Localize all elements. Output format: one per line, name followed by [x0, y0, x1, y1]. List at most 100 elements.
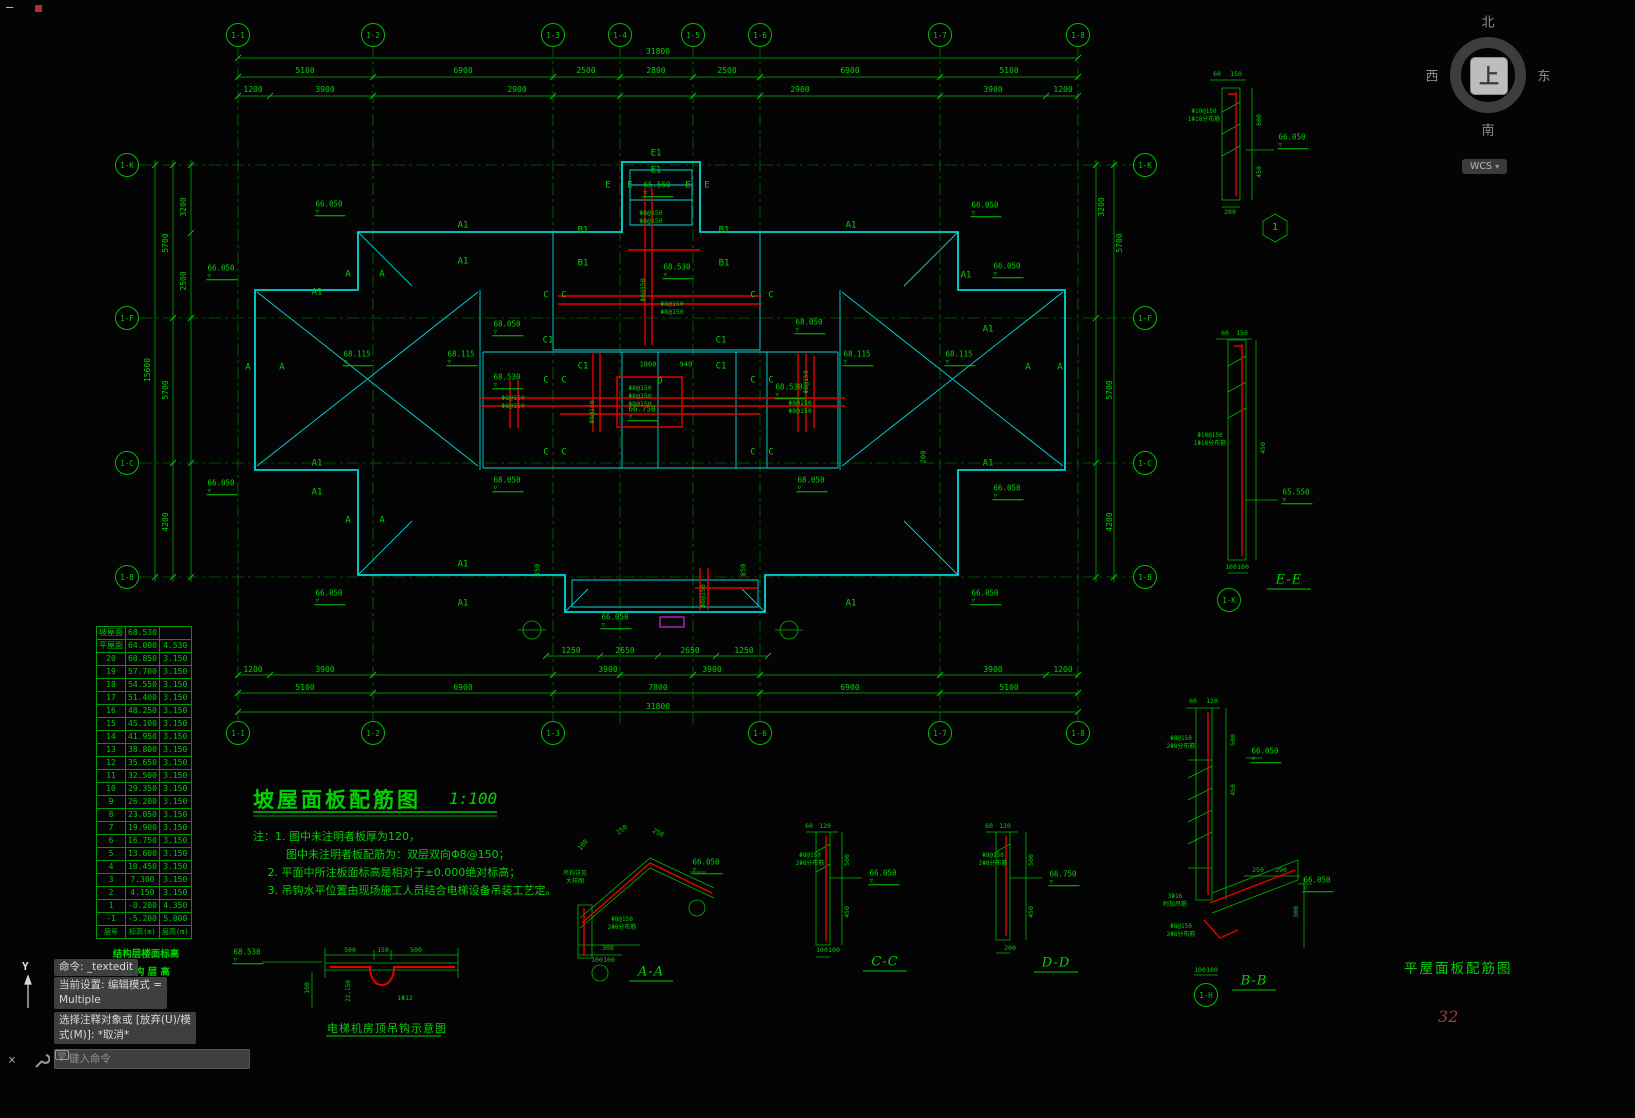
- axis-grid: [140, 45, 1135, 725]
- elevation-flag: 68.050: [796, 476, 828, 492]
- dimension-ticks: [151, 54, 1118, 716]
- drawing-label: 1200: [1053, 85, 1073, 94]
- drawing-label: 600: [1254, 114, 1263, 126]
- drawing-label: 60: [805, 821, 813, 830]
- ucs-icon: [24, 974, 32, 1008]
- axis-bubble-1-8: 1-8: [1066, 721, 1090, 745]
- drawing-label: 500: [344, 945, 356, 954]
- drawing-label: 150: [1230, 69, 1242, 78]
- drawing-label: 850: [533, 563, 542, 577]
- drawing-label: 500: [1228, 734, 1237, 746]
- drawing-label: A1: [457, 220, 469, 231]
- drawing-label: Φ8@150: [639, 208, 663, 217]
- drawing-label: A1: [982, 458, 994, 469]
- note-line: 注：1. 图中未注明者板厚为120，: [253, 830, 420, 843]
- drawing-label: 1Φ12: [397, 993, 413, 1002]
- elevation-header-row: 层号标高(m)层高(m): [96, 925, 192, 939]
- drawing-label: 450: [1254, 166, 1263, 178]
- elevation-flag: 68.115: [842, 350, 874, 366]
- drawing-label: 1Φ18分布筋: [1187, 116, 1221, 123]
- drawing-label: 100: [1237, 562, 1249, 571]
- drawing-label: 250: [651, 826, 666, 840]
- drawing-label: 22,150: [345, 980, 352, 1002]
- elevation-flag: 65.550: [1281, 488, 1313, 504]
- close-icon[interactable]: ×: [8, 1053, 16, 1068]
- secondary-drawing-title: 平屋面板配筋图: [1404, 961, 1513, 977]
- drawing-label: 200: [919, 450, 928, 464]
- elevation-flag: 66.050: [992, 484, 1024, 500]
- axis-bubble-1-2: 1-2: [361, 721, 385, 745]
- drawing-label: 15600: [143, 357, 152, 383]
- drawing-label: 290: [1275, 865, 1287, 874]
- axis-bubble-1-H: 1-H: [1194, 983, 1218, 1007]
- wcs-selector[interactable]: WCS ▾: [1462, 159, 1508, 174]
- section-title: E-E: [1275, 572, 1303, 588]
- drawing-label: 1250: [561, 646, 581, 655]
- elevation-flag: 68.115: [446, 350, 478, 366]
- drawing-label: D: [657, 376, 663, 387]
- drawing-label: 60: [1189, 696, 1197, 705]
- drawing-label: B1: [718, 258, 730, 269]
- drawing-label: C: [750, 375, 756, 386]
- drawing-label: 200: [1224, 207, 1236, 216]
- drawing-label: 60: [1221, 328, 1229, 337]
- command-input[interactable]: [66, 1052, 201, 1066]
- drawing-label: Φ8@150: [1170, 923, 1192, 930]
- drawing-label: E1: [650, 148, 662, 159]
- drawing-label: E1: [650, 165, 662, 176]
- drawing-label: 6900: [840, 66, 860, 75]
- drawing-label: E: [685, 180, 691, 191]
- drawing-label: C1: [542, 335, 554, 346]
- drawing-label: E: [627, 180, 633, 191]
- drawing-label: 500: [410, 945, 422, 954]
- compass-north-label[interactable]: 北: [1481, 15, 1495, 31]
- compass-west-label[interactable]: 西: [1425, 69, 1439, 85]
- drawing-label: 2500: [576, 66, 596, 75]
- compass-up-face[interactable]: 上: [1470, 57, 1508, 95]
- drawing-label: 2Φ8分布筋: [795, 860, 825, 867]
- elevation-flag: 68.530: [774, 383, 806, 399]
- window-minimize-mark[interactable]: —: [6, 0, 14, 14]
- compass-ring[interactable]: [1450, 37, 1526, 113]
- compass-east-label[interactable]: 东: [1537, 69, 1551, 85]
- wrench-icon[interactable]: [34, 1053, 50, 1069]
- compass-south-label[interactable]: 南: [1481, 123, 1495, 139]
- axis-bubble-1-7: 1-7: [928, 721, 952, 745]
- drawing-label: A: [345, 515, 351, 526]
- drawing-label: 2Φ8分布筋: [978, 860, 1008, 867]
- command-input-bar[interactable]: ▾: [54, 1049, 250, 1069]
- drawing-label: 6900: [840, 683, 860, 692]
- axis-bubble-1-2: 1-2: [361, 23, 385, 47]
- axis-bubble-1-C: 1-C: [115, 451, 139, 475]
- elevation-flag: 66.050: [868, 869, 900, 885]
- axis-bubble-1-5: 1-5: [681, 23, 705, 47]
- drawing-label: 5700: [1105, 380, 1114, 400]
- drawing-label: A: [245, 362, 251, 373]
- drawing-label: 3900: [315, 665, 335, 674]
- drawing-label: Φ8@150: [788, 398, 812, 407]
- elevation-flag: 68.050: [794, 318, 826, 334]
- drawing-label: 6900: [453, 683, 473, 692]
- drawing-label: 60: [985, 821, 993, 830]
- drawing-label: 3900: [983, 665, 1003, 674]
- elevation-flag: 68.115: [944, 350, 976, 366]
- drawing-label: 3Φ16: [1167, 893, 1183, 900]
- drawing-label: 2650: [615, 646, 635, 655]
- drawing-label: 450: [842, 906, 851, 918]
- drawing-label: Φ8@150: [698, 584, 707, 608]
- elevation-table-caption-1: 结构层楼面标高: [112, 949, 180, 960]
- drawing-label: 100: [591, 955, 603, 964]
- drawing-label: C1: [715, 335, 727, 346]
- drawing-label: 5700: [161, 380, 170, 400]
- drawing-label: 1200: [1053, 665, 1073, 674]
- drawing-label: 5100: [999, 683, 1019, 692]
- drawing-label: 100: [575, 837, 590, 852]
- drawing-label: 100: [603, 955, 615, 964]
- drawing-label: 3900: [315, 85, 335, 94]
